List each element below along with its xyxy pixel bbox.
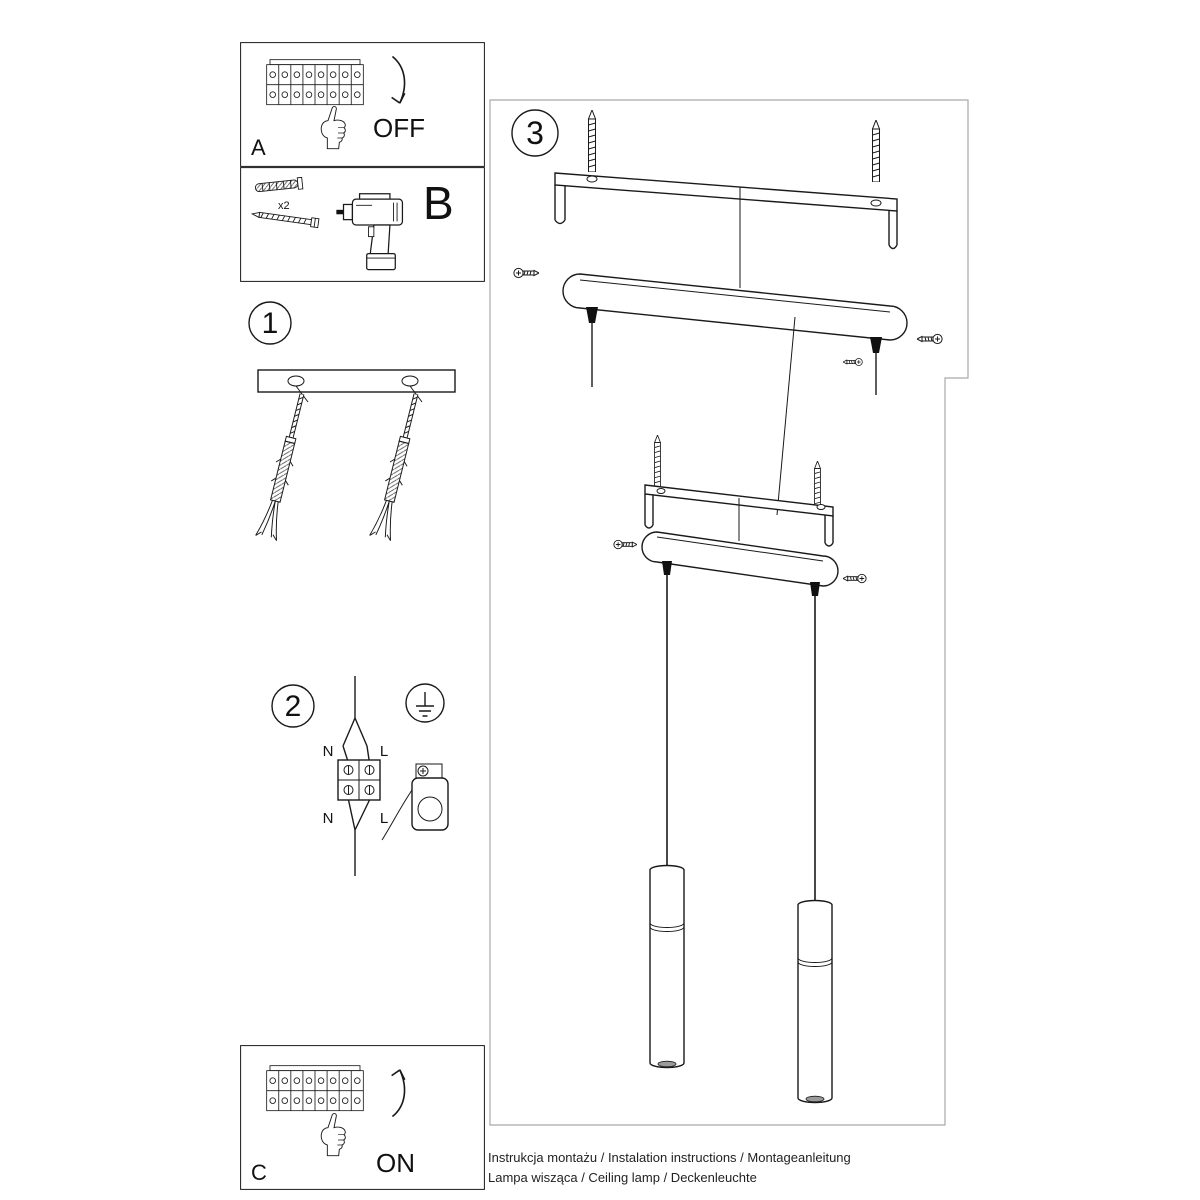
step-3-number: 3 [526, 115, 544, 151]
wire-label-l-top: L [380, 743, 388, 760]
step-2-circle [271, 684, 315, 728]
assembled-view [613, 435, 867, 1104]
step-1-circle [248, 301, 292, 345]
footer-line-2: Lampa wisząca / Ceiling lamp / Deckenleu… [488, 1170, 757, 1185]
screw-icon [917, 333, 943, 345]
panel-power-on: ON C [240, 1045, 485, 1190]
step-2-number: 2 [285, 690, 302, 723]
cable-gland-icon [586, 307, 598, 387]
ceiling-bracket [554, 172, 898, 250]
wall-anchor-icon-right [369, 390, 427, 542]
lamp-cable-bottom [347, 799, 371, 876]
panel-a-letter: A [251, 135, 266, 160]
wall-anchor-icon-left [255, 390, 313, 542]
pendant-lamp-left [649, 864, 685, 1069]
plug-quantity-label: x2 [278, 200, 290, 212]
panel-power-off: OFF A [240, 42, 485, 167]
cable-gland-icon [810, 582, 820, 596]
footer-captions: Instrukcja montażu / Instalation instruc… [488, 1148, 1008, 1188]
step-3-circle [511, 109, 559, 157]
screw-icon [843, 573, 867, 584]
panel-c-letter: C [251, 1160, 267, 1185]
step-1-anchoring: 1 [248, 301, 456, 542]
step-3-frame [489, 99, 969, 1126]
wire-label-l-bottom: L [380, 810, 388, 827]
power-off-label: OFF [373, 113, 425, 143]
wire-label-n-top: N [323, 743, 334, 760]
plate-hole-right [401, 375, 419, 387]
terminal-block-dividers [338, 760, 380, 800]
plate-hole-left [287, 375, 305, 387]
footer-line-1: Instrukcja montażu / Instalation instruc… [488, 1150, 851, 1165]
hanger-bolt-icon [654, 435, 661, 487]
mounting-plate [257, 369, 456, 393]
screw-icon [843, 358, 863, 366]
canopy [641, 531, 839, 587]
power-on-label: ON [376, 1148, 415, 1178]
step-2-wiring: 2 N L N L [271, 676, 449, 876]
lamp-aperture [657, 1060, 677, 1068]
cable-clamp-icon [381, 763, 449, 841]
circuit-breaker-icon [266, 59, 364, 106]
screw-icon [513, 267, 539, 279]
circuit-breaker-icon [266, 1065, 364, 1112]
panel-tools: x2 B [240, 167, 485, 282]
hanger-bolt-icon [872, 120, 880, 182]
cable-gland-icon [870, 337, 882, 395]
assembly-leader-line [776, 316, 796, 516]
hanger-bolt-icon [588, 110, 596, 172]
exploded-view [513, 110, 943, 395]
supply-cable-top [342, 676, 371, 764]
canopy [562, 273, 908, 341]
screw-icon [613, 539, 637, 550]
step-3-assembly: 3 [489, 99, 969, 1126]
cable-gland-icon [662, 561, 672, 575]
step-1-number: 1 [262, 307, 279, 340]
wire-label-n-bottom: N [323, 810, 334, 827]
lamp-aperture [805, 1095, 825, 1103]
pendant-lamp-right [797, 899, 833, 1104]
ground-symbol-icon [405, 683, 445, 723]
terminal-screws [343, 765, 375, 795]
panel-b-letter: B [423, 177, 454, 229]
